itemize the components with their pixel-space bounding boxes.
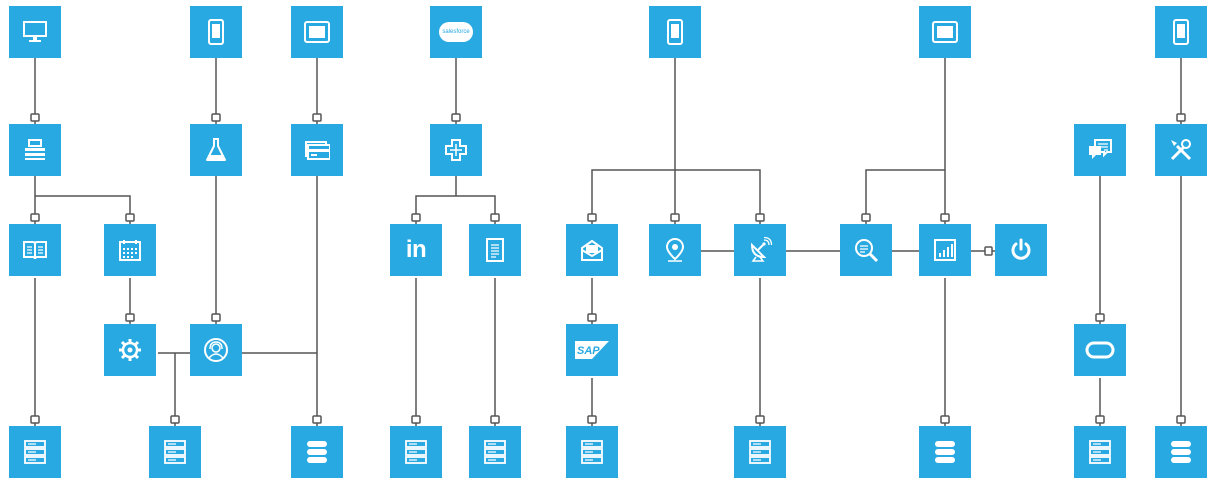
support-node[interactable]	[190, 324, 242, 376]
open-book-icon	[23, 241, 47, 260]
tablet-icon	[304, 21, 330, 43]
credit-card-icon	[305, 141, 330, 160]
tools-wrench-screwdriver-icon	[1170, 139, 1192, 161]
sap-logo-text: SAP	[577, 345, 600, 357]
link-cashier-tree	[34, 176, 131, 224]
bar-chart-icon	[934, 239, 956, 261]
database-node[interactable]	[1155, 426, 1207, 478]
server-rack-icon	[24, 440, 46, 464]
linkedin-node[interactable]: in	[390, 224, 442, 276]
cash-register-icon	[25, 139, 45, 160]
link-tablet2-search	[865, 169, 945, 224]
tablet-node[interactable]	[291, 6, 343, 58]
lab-flask-node[interactable]	[190, 124, 242, 176]
server-node[interactable]	[734, 426, 786, 478]
server-node[interactable]	[9, 426, 61, 478]
lab-flask-icon	[206, 138, 226, 161]
open-book-node[interactable]	[9, 224, 61, 276]
chat-bubbles-icon	[1089, 139, 1112, 159]
link-plus-tree	[415, 176, 496, 224]
server-rack-icon	[1089, 440, 1111, 464]
server-node[interactable]	[390, 426, 442, 478]
document-node[interactable]	[469, 224, 521, 276]
search-node[interactable]	[840, 224, 892, 276]
sap-node[interactable]: SAP	[566, 324, 618, 376]
tablet-icon	[932, 21, 958, 43]
power-node[interactable]	[995, 224, 1047, 276]
smartphone-node[interactable]	[190, 6, 242, 58]
salesforce-node[interactable]: salesforce	[430, 6, 482, 58]
salesforce-cloud-logo: salesforce	[439, 22, 473, 42]
sap-logo: SAP	[575, 341, 609, 359]
server-rack-icon	[581, 440, 603, 464]
document-icon	[486, 238, 504, 262]
map-pin-node[interactable]	[649, 224, 701, 276]
server-rack-icon	[484, 440, 506, 464]
mail-inbox-node[interactable]	[566, 224, 618, 276]
smartphone-node[interactable]	[1155, 6, 1207, 58]
server-rack-icon	[164, 440, 186, 464]
mail-inbox-icon	[581, 239, 603, 261]
smartphone-node[interactable]	[649, 6, 701, 58]
link-mobile2-tree	[591, 169, 761, 224]
headset-support-icon	[204, 338, 228, 362]
database-icon	[935, 441, 955, 463]
oracle-node[interactable]	[1074, 324, 1126, 376]
plus-node[interactable]	[430, 124, 482, 176]
database-node[interactable]	[919, 426, 971, 478]
linkedin-logo: in	[405, 236, 427, 263]
calendar-node[interactable]	[104, 224, 156, 276]
bar-chart-node[interactable]	[919, 224, 971, 276]
credit-card-node[interactable]	[291, 124, 343, 176]
gear-icon	[119, 339, 141, 361]
satellite-dish-icon	[750, 237, 773, 262]
smartphone-icon	[1173, 19, 1189, 45]
database-node[interactable]	[291, 426, 343, 478]
desktop-monitor-icon	[23, 21, 47, 42]
gear-node[interactable]	[104, 324, 156, 376]
server-node[interactable]	[469, 426, 521, 478]
oracle-logo	[1085, 341, 1115, 359]
smartphone-icon	[667, 19, 683, 45]
cash-register-node[interactable]	[9, 124, 61, 176]
server-node[interactable]	[1074, 426, 1126, 478]
map-pin-icon	[665, 237, 685, 262]
smartphone-icon	[208, 19, 224, 45]
connector-plugs	[30, 113, 1186, 424]
power-button-icon	[1011, 238, 1031, 260]
tablet-node[interactable]	[919, 6, 971, 58]
server-rack-icon	[405, 440, 427, 464]
calendar-icon	[119, 240, 141, 261]
server-node[interactable]	[149, 426, 201, 478]
salesforce-logo-text: salesforce	[442, 29, 470, 35]
satellite-dish-node[interactable]	[734, 224, 786, 276]
desktop-node[interactable]	[9, 6, 61, 58]
search-magnifier-icon	[855, 239, 879, 263]
server-node[interactable]	[566, 426, 618, 478]
tools-node[interactable]	[1155, 124, 1207, 176]
database-icon	[307, 441, 327, 463]
server-rack-icon	[749, 440, 771, 464]
chat-node[interactable]	[1074, 124, 1126, 176]
plus-cross-icon	[445, 139, 467, 161]
database-icon	[1171, 441, 1191, 463]
